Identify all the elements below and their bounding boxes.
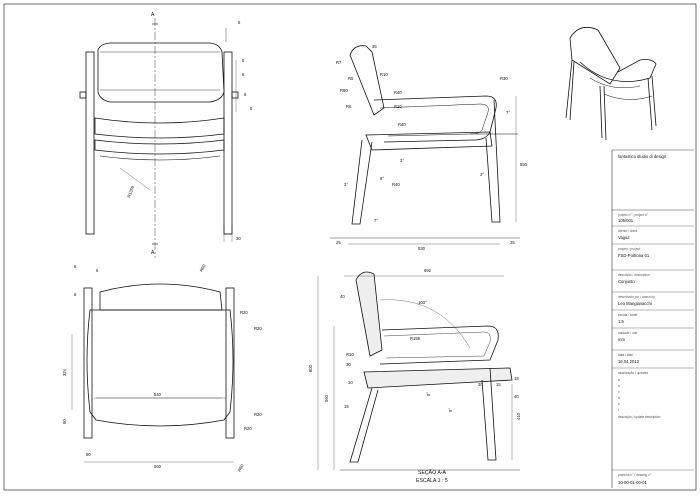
revision-a: a xyxy=(618,378,620,382)
dim-side-r5: R5 xyxy=(348,76,354,81)
dim-sec-ang5: 5° xyxy=(448,408,453,412)
field-label-description: descrição / description xyxy=(618,273,650,277)
dim-sec-40b: 40 xyxy=(514,394,519,399)
dim-front-d: 6 xyxy=(250,106,253,111)
field-value-scale: 1:5 xyxy=(618,319,624,324)
dim-sec-r10: R10 xyxy=(346,352,354,357)
field-label-scale: escala / scale xyxy=(618,313,638,317)
field-label-project-no: projeto n° / project n° xyxy=(618,213,649,217)
dim-side-ang7b: 7° xyxy=(374,218,378,223)
section-scale: ESCALA 1 : 5 xyxy=(416,478,448,484)
dim-front-a: 6 xyxy=(242,58,245,63)
studio-name: fantastico studio di design xyxy=(618,154,667,159)
drawing-no-value: 10-00-01-00-01 xyxy=(618,480,648,485)
field-value-drawn-by: Leo Mangiavacchi xyxy=(618,301,652,306)
field-label-project: projeto / project xyxy=(618,247,640,251)
dim-top-r60: R60 xyxy=(199,263,208,273)
dim-top-b: 6 xyxy=(96,268,99,273)
dim-top-r20c: R20 xyxy=(254,412,262,417)
dim-side-base-total: 830 xyxy=(418,246,426,251)
dim-sec-15b: 15 xyxy=(496,382,501,387)
field-value-project-no: 105/001 xyxy=(618,218,634,223)
dim-top-c: 6 xyxy=(74,292,77,297)
front-view: A A 6 6 6 6 6 R1350 30 xyxy=(79,12,253,258)
dim-sec-103: 103° xyxy=(418,300,427,305)
dim-sec-692: 692 xyxy=(424,268,432,273)
dim-front-radius: R1350 xyxy=(126,184,135,198)
revision-d: d xyxy=(618,396,620,400)
field-value-date: 16.04.2013 xyxy=(618,359,640,364)
dim-sec-10: 10 xyxy=(348,380,353,385)
revision-e: e xyxy=(618,402,620,406)
dim-top-r20b: R20 xyxy=(254,326,262,331)
perspective-view xyxy=(565,26,657,141)
dim-top-a: 6 xyxy=(74,264,77,269)
dim-top-660: 660 xyxy=(154,464,162,469)
top-view: 6 6 6 R60 R20 R20 R20 R20 R60 324 90 540… xyxy=(62,263,262,473)
dim-sec-r158: R158 xyxy=(410,336,421,341)
revision-c: c xyxy=(618,390,620,394)
dim-front-bottom: 30 xyxy=(236,236,241,241)
revision-desc-label: descrição / update description xyxy=(618,415,661,419)
dim-top-r20a: R20 xyxy=(240,310,248,315)
dim-sec-ang0: 0° xyxy=(426,392,431,396)
dim-side-base-left: 25 xyxy=(336,240,341,245)
field-label-unit: unidade / unit xyxy=(618,331,637,335)
field-label-client: cliente / client xyxy=(618,229,637,233)
dim-sec-30: 30 xyxy=(346,362,351,367)
revisions-label: atualização / updates xyxy=(618,371,649,375)
dim-side-top: 35 xyxy=(372,44,377,49)
dim-sec-18: 18 xyxy=(514,376,519,381)
dim-side-r40b: R40 xyxy=(398,122,406,127)
field-label-drawn-by: desenhado por / drawn by xyxy=(618,295,655,299)
field-label-date: data / date xyxy=(618,353,633,357)
dim-side-r40a: R40 xyxy=(394,90,402,95)
dim-sec-20: 20 xyxy=(478,382,483,387)
dim-top-r60b: R60 xyxy=(237,463,246,473)
dim-side-ang3a: 3° xyxy=(400,158,404,163)
field-value-project: FSD-Poltrona 01 xyxy=(618,253,650,258)
dim-front-top: 6 xyxy=(238,20,241,25)
dim-side-ang7a: 7° xyxy=(506,110,510,115)
dim-side-r7: R7 xyxy=(336,60,342,65)
field-value-client: Vagaz xyxy=(618,235,630,240)
dim-top-r20d: R20 xyxy=(244,426,252,431)
sheet-border xyxy=(3,3,697,491)
field-value-description: Conjunto xyxy=(618,279,635,284)
dim-top-60: 60 xyxy=(86,452,91,457)
dim-top-90: 90 xyxy=(62,419,67,424)
dim-side-r10a: R10 xyxy=(380,72,388,77)
section-view: 692 40 103° R158 R10 30 10 15 560 800 0°… xyxy=(308,268,521,484)
dim-front-b: 6 xyxy=(242,72,245,77)
dim-top-540: 540 xyxy=(154,392,162,397)
dim-side-ang8: 8° xyxy=(380,176,384,181)
dim-side-ang3b: 3° xyxy=(480,172,484,177)
title-block: fantastico studio di design projeto n° /… xyxy=(611,149,694,488)
section-title: SEÇÃO A-A xyxy=(418,469,447,476)
revision-f: f xyxy=(618,408,619,412)
field-value-unit: mm xyxy=(618,337,625,342)
dim-side-base-right: 25 xyxy=(510,240,515,245)
drawing-no-label: prancha n° / drawing n° xyxy=(618,473,652,477)
dim-side-r6: R6 xyxy=(346,104,352,109)
revision-b: b xyxy=(618,384,620,388)
dim-sec-15: 15 xyxy=(344,404,349,409)
dim-sec-560: 560 xyxy=(324,394,329,402)
section-marker-top: A xyxy=(151,12,155,18)
dim-sec-800: 800 xyxy=(308,364,313,372)
dim-sec-40: 40 xyxy=(340,294,345,299)
dim-side-r60: R60 xyxy=(340,88,348,93)
dim-sec-410: 410 xyxy=(516,412,521,420)
dim-side-r30: R30 xyxy=(500,76,508,81)
section-marker-bottom: A xyxy=(151,250,155,256)
dim-side-ang3c: 3° xyxy=(344,182,348,187)
dim-side-r10b: R10 xyxy=(394,104,402,109)
side-view: 35 R7 R5 R10 R40 R60 R6 R10 R40 R30 7° 5… xyxy=(330,44,528,251)
dim-top-324: 324 xyxy=(62,368,67,376)
dim-side-r40c: R40 xyxy=(392,182,400,187)
dim-side-height: 550 xyxy=(520,162,528,167)
dim-front-c: 6 xyxy=(244,92,247,97)
